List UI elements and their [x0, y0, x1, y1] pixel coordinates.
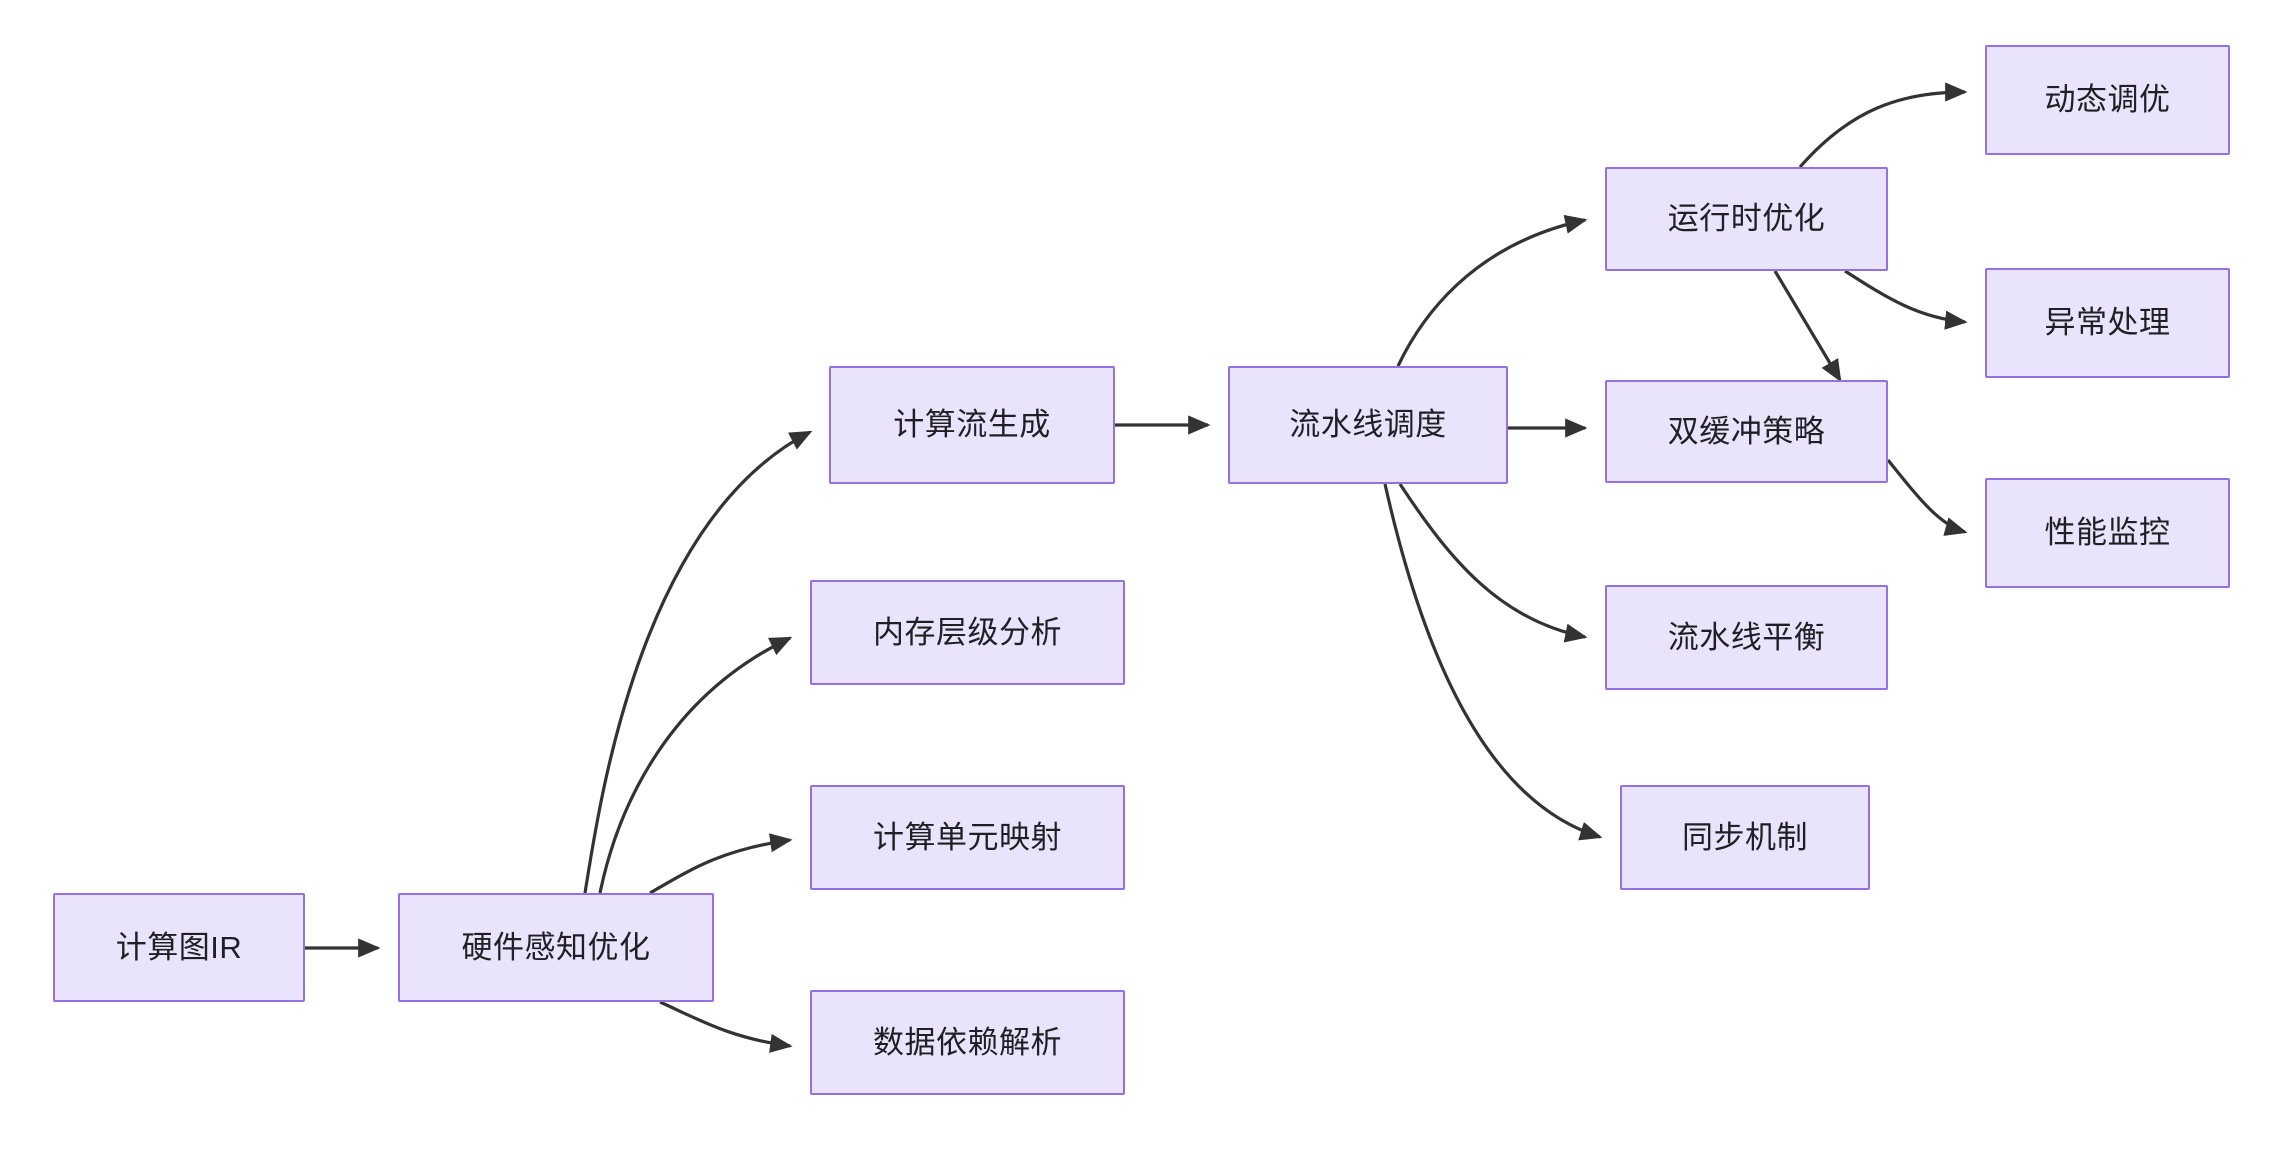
- node-label-data_dependency: 数据依赖解析: [873, 1024, 1062, 1060]
- node-mem_hierarchy[interactable]: 内存层级分析: [810, 580, 1125, 685]
- node-label-sync_mechanism: 同步机制: [1682, 819, 1808, 855]
- edge-pipeline_sched-to-pipeline_balance: [1398, 483, 1588, 643]
- node-label-hw_aware_opt: 硬件感知优化: [461, 929, 651, 965]
- edge-runtime_opt-to-dynamic_tuning: [1798, 82, 1968, 169]
- edge-hw_aware_opt-to-compute_stream: [583, 430, 813, 894]
- edge-pipeline_sched-to-sync_mechanism: [1383, 483, 1603, 841]
- node-double_buffer[interactable]: 双缓冲策略: [1605, 380, 1888, 483]
- node-unit_mapping[interactable]: 计算单元映射: [810, 785, 1125, 890]
- edge-double_buffer-to-perf_monitor: [1886, 459, 1968, 536]
- edge-hw_aware_opt-to-unit_mapping: [649, 833, 793, 895]
- node-perf_monitor[interactable]: 性能监控: [1985, 478, 2230, 588]
- node-label-mem_hierarchy: 内存层级分析: [873, 614, 1062, 650]
- node-data_dependency[interactable]: 数据依赖解析: [810, 990, 1125, 1095]
- node-label-double_buffer: 双缓冲策略: [1667, 413, 1826, 449]
- node-label-pipeline_balance: 流水线平衡: [1667, 619, 1826, 655]
- edge-hw_aware_opt-to-mem_hierarchy: [598, 636, 793, 894]
- node-pipeline_balance[interactable]: 流水线平衡: [1605, 585, 1888, 690]
- edge-runtime_opt-to-double_buffer: [1773, 270, 1842, 383]
- node-runtime_opt[interactable]: 运行时优化: [1605, 167, 1888, 271]
- node-label-pipeline_sched: 流水线调度: [1289, 407, 1447, 443]
- node-label-dynamic_tuning: 动态调优: [2044, 82, 2171, 118]
- node-exception_handle[interactable]: 异常处理: [1985, 268, 2230, 378]
- node-label-runtime_opt: 运行时优化: [1667, 201, 1826, 237]
- node-label-perf_monitor: 性能监控: [2044, 515, 2171, 551]
- edge-hw_aware_opt-to-data_dependency: [659, 1000, 793, 1053]
- node-dynamic_tuning[interactable]: 动态调优: [1985, 45, 2230, 155]
- node-hw_aware_opt[interactable]: 硬件感知优化: [398, 893, 714, 1002]
- edge-pipeline_sched-to-runtime_opt: [1396, 214, 1588, 367]
- node-label-graph_ir: 计算图IR: [115, 929, 243, 965]
- node-pipeline_sched[interactable]: 流水线调度: [1228, 366, 1508, 484]
- edge-runtime_opt-to-exception_handle: [1844, 269, 1968, 330]
- node-label-compute_stream: 计算流生成: [893, 407, 1051, 443]
- node-sync_mechanism[interactable]: 同步机制: [1620, 785, 1870, 890]
- node-graph_ir[interactable]: 计算图IR: [53, 893, 305, 1002]
- node-label-exception_handle: 异常处理: [2044, 305, 2171, 341]
- node-label-unit_mapping: 计算单元映射: [873, 819, 1062, 855]
- node-compute_stream[interactable]: 计算流生成: [829, 366, 1115, 484]
